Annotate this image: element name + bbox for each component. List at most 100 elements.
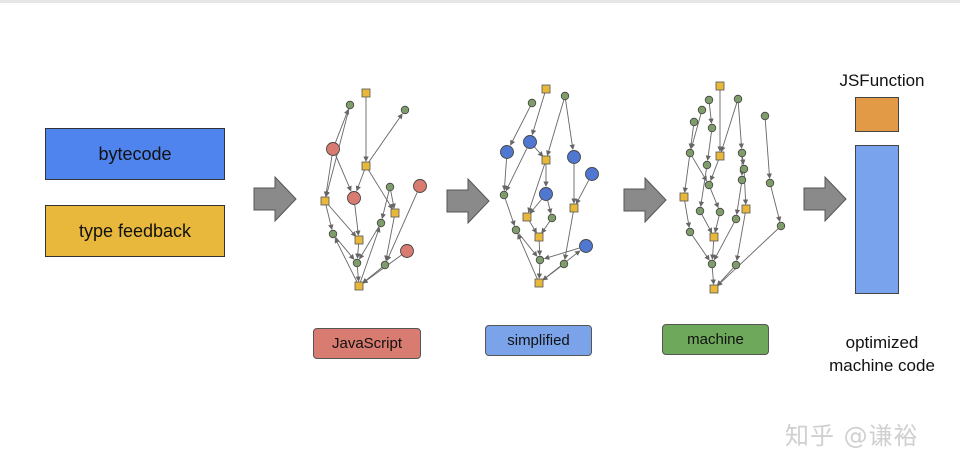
graph-edge — [563, 211, 574, 260]
graph-node — [715, 81, 725, 91]
graph-edge — [734, 183, 742, 215]
graph-node — [585, 167, 599, 181]
graph-edge — [536, 263, 543, 279]
graph-edge — [390, 190, 396, 209]
graph-node — [511, 225, 521, 235]
graph-node — [535, 255, 545, 265]
graph-node — [354, 281, 364, 291]
type-feedback-box: type feedback — [45, 205, 225, 257]
graph-node — [500, 145, 514, 159]
graph-node — [741, 204, 751, 214]
graph-node — [765, 178, 775, 188]
graph-edge — [735, 212, 746, 261]
graph-node — [380, 260, 390, 270]
graph-node — [385, 182, 395, 192]
graph-edge — [359, 226, 381, 283]
graph-edge — [536, 240, 543, 256]
graph-node — [704, 95, 714, 105]
graph-node — [527, 98, 537, 108]
graph-node — [715, 151, 725, 161]
graph-node — [569, 203, 579, 213]
graph-node — [689, 117, 699, 127]
graph-node — [400, 105, 410, 115]
graph-node — [737, 175, 747, 185]
graph-node — [347, 191, 361, 205]
machine-stage-label: machine — [662, 324, 769, 355]
graph-node — [715, 207, 725, 217]
graph-edge — [504, 198, 516, 227]
graph-edge — [543, 247, 580, 260]
flow-arrow-1 — [253, 176, 297, 222]
graph-edge — [527, 163, 546, 214]
graph-node — [695, 206, 705, 216]
graph-edge — [355, 243, 361, 259]
graph-edge — [541, 221, 551, 234]
graph-node — [376, 218, 386, 228]
graph-edge — [737, 102, 744, 149]
machine-code-bar — [855, 145, 899, 294]
graph-edge — [705, 131, 712, 161]
graph-node — [361, 88, 371, 98]
optimized-label-line2: machine code — [829, 356, 935, 375]
graph-node — [707, 123, 717, 133]
graph-edge — [710, 240, 716, 260]
graph-node — [559, 259, 569, 269]
graph-edge — [689, 113, 702, 150]
graph-edge — [334, 237, 358, 283]
graph-edge — [764, 119, 772, 179]
graph-edge — [335, 155, 352, 192]
graph-edge — [565, 99, 575, 150]
graph-node — [737, 148, 747, 158]
graph-edge — [547, 200, 553, 215]
graph-node — [697, 105, 707, 115]
graph-node — [499, 190, 509, 200]
graph-edge — [384, 216, 395, 261]
graph-node — [522, 212, 532, 222]
javascript-stage-label: JavaScript — [313, 328, 421, 359]
optimized-label-line1: optimized — [845, 333, 919, 352]
graph-edge — [708, 103, 714, 124]
graph-edge — [386, 192, 418, 262]
flow-arrow-3 — [623, 177, 667, 223]
graph-node — [534, 232, 544, 242]
javascript-stage-text: JavaScript — [331, 335, 403, 352]
graph-node — [541, 84, 551, 94]
graph-edge — [716, 267, 734, 286]
graph-edge — [710, 267, 716, 285]
graph-edge — [713, 222, 735, 261]
simplified-stage-label: simplified — [485, 325, 592, 356]
graph-node — [679, 192, 689, 202]
graph-edge — [691, 235, 710, 261]
graph-edge — [713, 215, 720, 234]
graph-node — [704, 180, 714, 190]
bytecode-label: bytecode — [98, 143, 172, 164]
jsfunction-title: JSFunction — [839, 71, 925, 90]
graph-node — [361, 161, 371, 171]
graph-node — [390, 208, 400, 218]
graph-edge — [575, 179, 590, 205]
graph-node — [326, 142, 340, 156]
graph-edge — [335, 108, 350, 143]
graph-node — [760, 111, 770, 121]
graph-edge — [701, 214, 713, 234]
graph-edge — [367, 113, 403, 163]
graph-edge — [710, 188, 719, 209]
graph-edge — [380, 190, 390, 220]
graph-edge — [529, 199, 542, 214]
graph-node — [352, 258, 362, 268]
graph-node — [328, 229, 338, 239]
graph-edge — [691, 156, 707, 182]
graph-node — [709, 232, 719, 242]
graph-node — [560, 91, 570, 101]
graph-node — [776, 221, 786, 231]
bytecode-box: bytecode — [45, 128, 225, 180]
graph-node — [320, 196, 330, 206]
graph-node — [709, 284, 719, 294]
graph-edge — [354, 204, 361, 236]
graph-node — [707, 259, 717, 269]
graph-edge — [505, 148, 528, 192]
graph-node — [539, 187, 553, 201]
graph-edge — [688, 125, 694, 149]
